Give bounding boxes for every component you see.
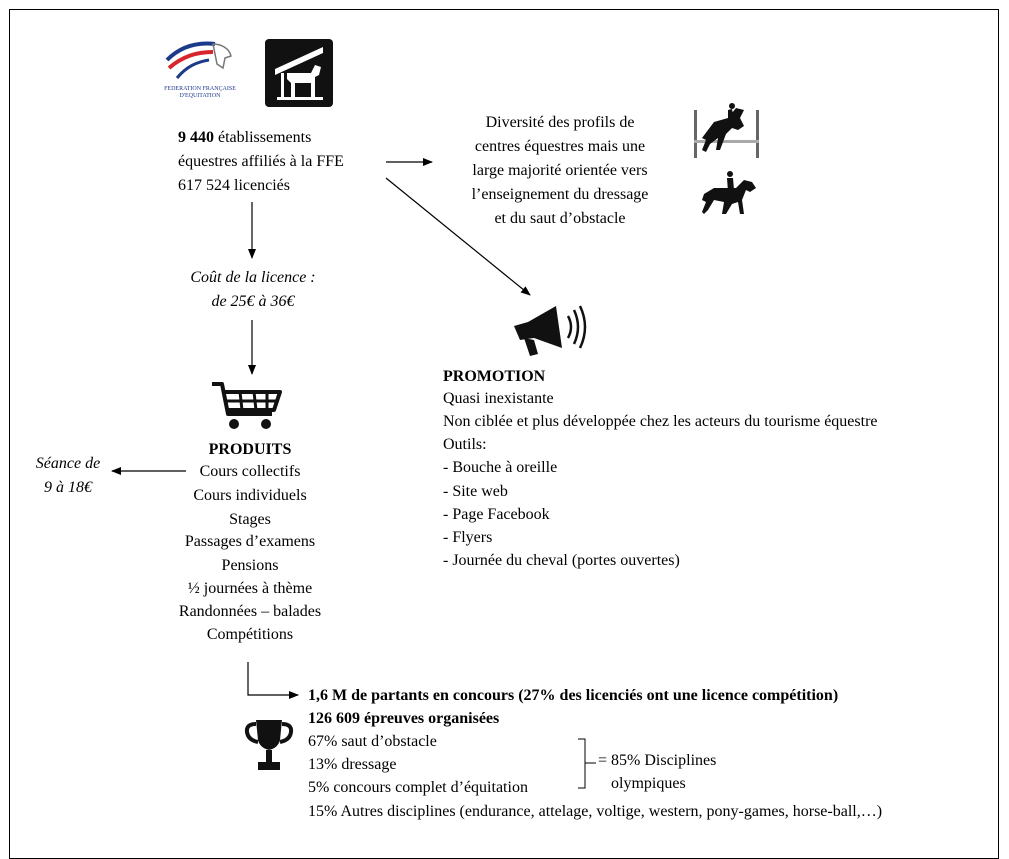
product-item: Cours collectifs [199, 463, 301, 480]
product-item: ½ journées à thème [187, 580, 313, 597]
olympic-line1: = 85% Disciplines [598, 752, 717, 769]
promotion-line: Quasi inexistante [443, 390, 554, 407]
licence-cost-line2: de 25€ à 36€ [211, 293, 295, 310]
diversity-line: large majorité orientée vers [472, 162, 648, 179]
diversity-line: centres équestres mais une [474, 138, 646, 155]
seance-line1: Séance de [35, 455, 101, 472]
promotion-line: - Journée du cheval (portes ouvertes) [443, 552, 680, 569]
shopping-cart-icon [212, 382, 282, 429]
promotion-line: - Bouche à oreille [443, 459, 558, 476]
other-disciplines: 15% Autres disciplines (endurance, attel… [308, 803, 883, 820]
seance-line2: 9 à 18€ [44, 479, 92, 496]
discipline-line: 13% dressage [308, 756, 397, 773]
product-item: Stages [229, 511, 271, 528]
megaphone-icon [514, 305, 587, 356]
competition-events: 126 609 épreuves organisées [308, 710, 500, 727]
ffe-line2: équestres affiliés à la FFE [178, 153, 344, 170]
product-item: Compétitions [206, 626, 294, 643]
arrow-to-promotion [385, 177, 531, 296]
horse-box-icon [265, 39, 333, 107]
trophy-icon [244, 720, 294, 770]
licence-cost-line1: Coût de la licence : [190, 269, 316, 286]
product-item: Pensions [221, 557, 279, 574]
promotion-title: PROMOTION [443, 368, 546, 385]
promotion-line: - Page Facebook [443, 506, 550, 523]
discipline-line: 5% concours complet d’équitation [308, 779, 528, 796]
ffe-line3: 617 524 licenciés [178, 177, 290, 194]
show-jumping-icon [694, 103, 759, 158]
arrow-to-competition [247, 662, 299, 699]
diversity-line: Diversité des profils de [485, 114, 635, 131]
olympic-bracket [578, 738, 596, 789]
product-item: Passages d’examens [184, 533, 316, 550]
product-item: Cours individuels [193, 487, 307, 504]
promotion-line: - Site web [443, 483, 508, 500]
dressage-rider-icon [702, 171, 756, 214]
promotion-line: - Flyers [443, 529, 493, 546]
diversity-line: et du saut d’obstacle [494, 210, 626, 227]
ffe-logo-icon [165, 41, 232, 79]
discipline-line: 67% saut d’obstacle [308, 733, 437, 750]
products-title: PRODUITS [208, 441, 292, 458]
promotion-line: Outils: [443, 436, 487, 453]
ffe-line1: 9 440 établissements [178, 129, 312, 146]
olympic-line2: olympiques [611, 775, 686, 792]
ffe-logo-text: FEDERATION FRANÇAISE D'EQUITATION [164, 86, 236, 99]
product-item: Randonnées – balades [178, 603, 322, 620]
connectors [111, 158, 596, 789]
diversity-line: l’enseignement du dressage [471, 186, 649, 203]
competition-headline: 1,6 M de partants en concours (27% des l… [308, 687, 839, 704]
promotion-line: Non ciblée et plus développée chez les a… [443, 413, 878, 430]
